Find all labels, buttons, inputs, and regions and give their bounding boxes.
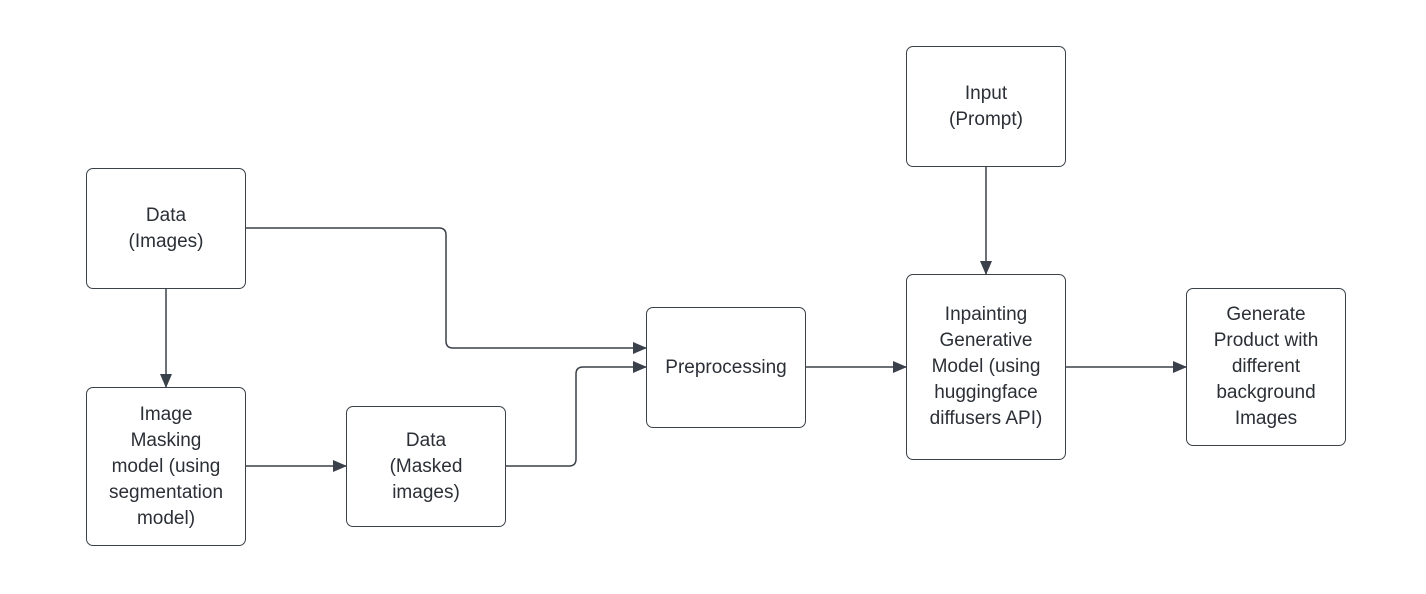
node-input-prompt-label: Input (Prompt) — [949, 82, 1023, 130]
node-data-masked-label: Data (Masked images) — [389, 429, 463, 503]
node-generate-product-label: Generate Product with different backgrou… — [1213, 304, 1319, 429]
node-input-prompt: Input (Prompt) — [906, 46, 1066, 167]
node-data-images: Data (Images) — [86, 168, 246, 289]
node-image-masking: Image Masking model (using segmentation … — [86, 387, 246, 546]
node-data-images-label: Data (Images) — [128, 204, 204, 252]
node-inpainting-model-label: Inpainting Generative Model (using huggi… — [929, 304, 1043, 429]
edge-data-images-to-preprocessing — [246, 227, 647, 354]
node-image-masking-label: Image Masking model (using segmentation … — [108, 403, 224, 529]
node-preprocessing-label: Preprocessing — [665, 356, 787, 378]
node-data-masked: Data (Masked images) — [346, 406, 506, 527]
node-inpainting-model: Inpainting Generative Model (using huggi… — [906, 274, 1066, 460]
node-generate-product: Generate Product with different backgrou… — [1186, 288, 1346, 446]
node-preprocessing: Preprocessing — [646, 307, 806, 428]
edge-data-masked-to-preprocessing — [506, 361, 647, 467]
